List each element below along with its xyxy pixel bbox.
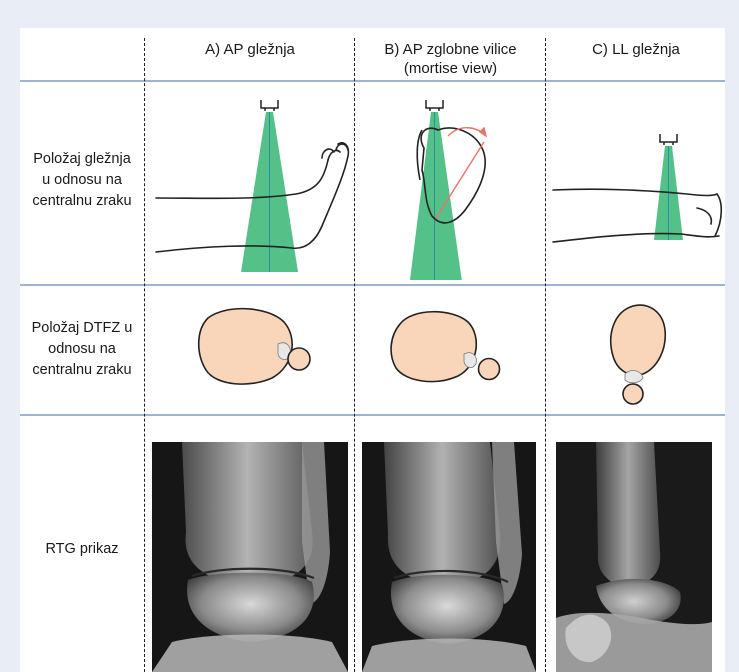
xray-mortise-view (362, 442, 536, 672)
ankle-mortise-drawing (356, 90, 545, 280)
fibula-section (288, 348, 310, 370)
column-divider-2 (354, 38, 355, 672)
tibia-section (391, 312, 476, 382)
row-label-ankle-position: Položaj gležnja u odnosu na centralnu zr… (20, 149, 144, 212)
figure-panel: A) AP gležnja B) AP zglobne vilice (mort… (20, 28, 725, 672)
row-label-dtfz-position: Položaj DTFZ u odnosu na centralnu zraku (20, 318, 144, 381)
xray-ap-ankle (152, 442, 348, 672)
column-header-b: B) AP zglobne vilice (mortise view) (356, 40, 545, 78)
row-divider-2 (20, 414, 725, 416)
central-beam (408, 112, 464, 280)
column-header-c: C) LL gležnja (547, 40, 725, 59)
column-divider-3 (545, 38, 546, 672)
column-c-title: C) LL gležnja (547, 40, 725, 59)
xray-tube-icon (261, 100, 278, 111)
syndesmosis-gap (464, 353, 476, 368)
ankle-ap-drawing (146, 90, 354, 280)
row-divider-1 (20, 284, 725, 286)
column-header-a: A) AP gležnja (146, 40, 354, 59)
column-divider-1 (144, 38, 145, 672)
dtfz-mortise-drawing (356, 290, 545, 410)
column-b-title: B) AP zglobne vilice (356, 40, 545, 59)
xray-lateral-ankle (556, 442, 712, 672)
dtfz-ap-drawing (146, 290, 354, 410)
ankle-lateral-drawing (547, 90, 725, 280)
fibula-section (479, 359, 500, 380)
xray-tube-icon (660, 134, 677, 145)
row-label-xray: RTG prikaz (20, 539, 144, 560)
tibia-section (611, 305, 665, 375)
column-b-subtitle: (mortise view) (356, 59, 545, 78)
fibula-section (623, 384, 643, 404)
leg-outline (553, 189, 721, 242)
header-divider (20, 80, 725, 82)
xray-tube-icon (426, 100, 443, 111)
dtfz-lateral-drawing (547, 290, 725, 410)
column-a-title: A) AP gležnja (146, 40, 354, 59)
